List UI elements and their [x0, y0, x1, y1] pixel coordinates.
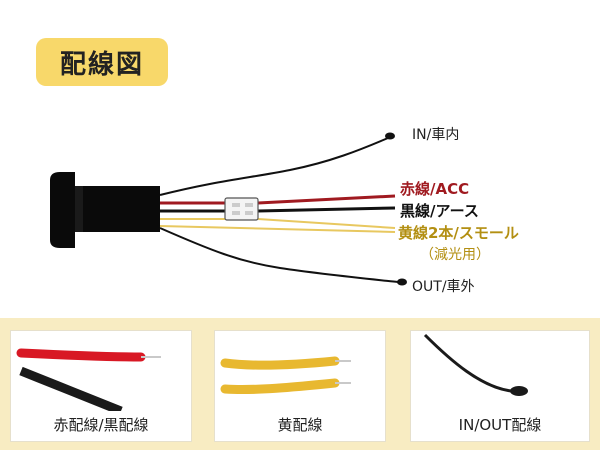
panel-red-black: 赤配線/黒配線: [10, 330, 192, 442]
in-out-wire-photo: [423, 333, 528, 396]
label-dimmer: （減光用）: [420, 247, 490, 263]
out-sensor-tip: [397, 278, 407, 286]
caption-yellow: 黄配線: [277, 416, 323, 434]
label-in: IN/車内: [412, 127, 460, 143]
device-ring: [75, 186, 83, 232]
page-title: 配線図: [59, 49, 144, 80]
panel-in-out: IN/OUT配線: [410, 330, 590, 442]
panel-yellow: 黄配線: [214, 330, 386, 442]
wiring-diagram: [50, 132, 407, 286]
label-acc: 赤線/ACC: [400, 180, 470, 198]
red-black-wire-photo: [16, 348, 161, 411]
label-earth: 黒線/アース: [400, 202, 479, 220]
device-body: [50, 172, 160, 248]
connector: [224, 197, 259, 221]
caption-in-out: IN/OUT配線: [458, 416, 542, 434]
black-wire: [160, 206, 396, 213]
yellow-wire-2: [159, 225, 396, 233]
out-wire: [159, 227, 399, 283]
yellow-wire-1: [160, 218, 396, 229]
label-out: OUT/車外: [412, 279, 475, 295]
title-badge: 配線図: [36, 38, 168, 86]
caption-red-black: 赤配線/黒配線: [53, 416, 149, 434]
yellow-wire-photo: [220, 356, 351, 395]
in-sensor-tip: [385, 132, 395, 140]
red-wire: [160, 194, 396, 205]
label-small: 黄線2本/スモール: [398, 224, 519, 242]
in-wire: [159, 137, 389, 196]
